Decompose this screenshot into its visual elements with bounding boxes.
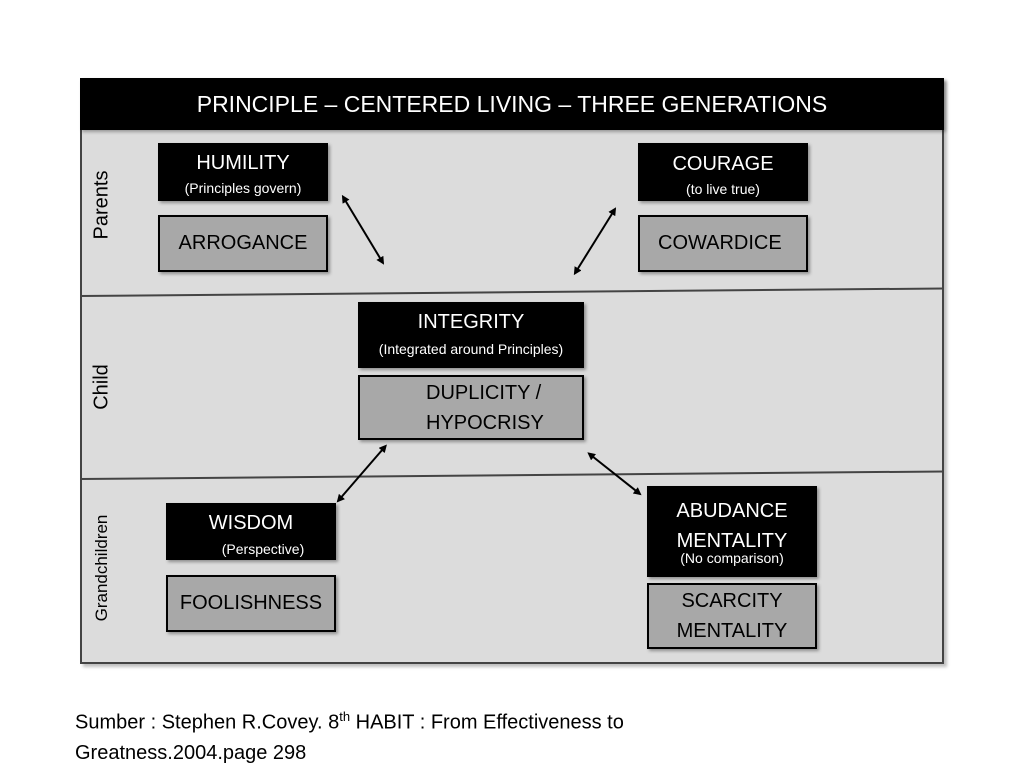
vice-scarcity-line2: MENTALITY [676, 620, 788, 642]
virtue-wisdom-label: WISDOM [208, 512, 294, 534]
virtue-integrity: INTEGRITY (Integrated around Principles) [358, 302, 584, 368]
virtue-abundance-line1: ABUDANCE [676, 500, 788, 522]
virtue-wisdom: WISDOM (Perspective) [166, 503, 336, 560]
virtue-courage-note: (to live true) [686, 181, 760, 197]
virtue-abundance-mentality: ABUDANCE MENTALITY (No comparison) [647, 486, 817, 577]
virtue-courage-label: COURAGE [672, 153, 774, 175]
vice-duplicity-line2: HYPOCRISY [426, 411, 544, 434]
arrow-integrity-wisdom [336, 444, 387, 503]
source-rest: HABIT : From Effectiveness to [350, 711, 624, 734]
source-superscript: th [339, 709, 351, 724]
virtue-humility: HUMILITY (Principles govern) [158, 143, 328, 201]
virtue-humility-label: HUMILITY [196, 152, 290, 174]
source-citation: Sumber : Stephen R.Covey. 8th HABIT : Fr… [75, 702, 775, 768]
vice-cowardice: COWARDICE [638, 215, 808, 272]
virtue-abundance-note: (No comparison) [680, 550, 784, 566]
arrow-humility-integrity [341, 194, 385, 265]
virtue-integrity-note: (Integrated around Principles) [378, 341, 564, 357]
virtue-wisdom-note: (Perspective) [221, 541, 305, 557]
source-prefix: Sumber : Stephen R.Covey. 8 [75, 711, 340, 734]
virtue-humility-note: (Principles govern) [184, 180, 302, 196]
source-line2: Greatness.2004.page 298 [75, 741, 307, 764]
virtue-courage: COURAGE (to live true) [638, 143, 808, 201]
vice-arrogance: ARROGANCE [158, 215, 328, 272]
diagram-title: PRINCIPLE – CENTERED LIVING – THREE GENE… [80, 78, 944, 130]
vice-duplicity-hypocrisy: DUPLICITY / HYPOCRISY [358, 375, 584, 440]
virtue-integrity-label: INTEGRITY [417, 311, 525, 333]
virtue-abundance-line2: MENTALITY [676, 530, 788, 552]
vice-scarcity-mentality: SCARCITY MENTALITY [647, 583, 817, 649]
arrow-courage-integrity [573, 207, 617, 276]
vice-duplicity-line1: DUPLICITY / [426, 381, 542, 404]
arrow-integrity-abundance [587, 452, 642, 496]
vice-foolishness: FOOLISHNESS [166, 575, 336, 632]
vice-scarcity-line1: SCARCITY [681, 590, 783, 612]
